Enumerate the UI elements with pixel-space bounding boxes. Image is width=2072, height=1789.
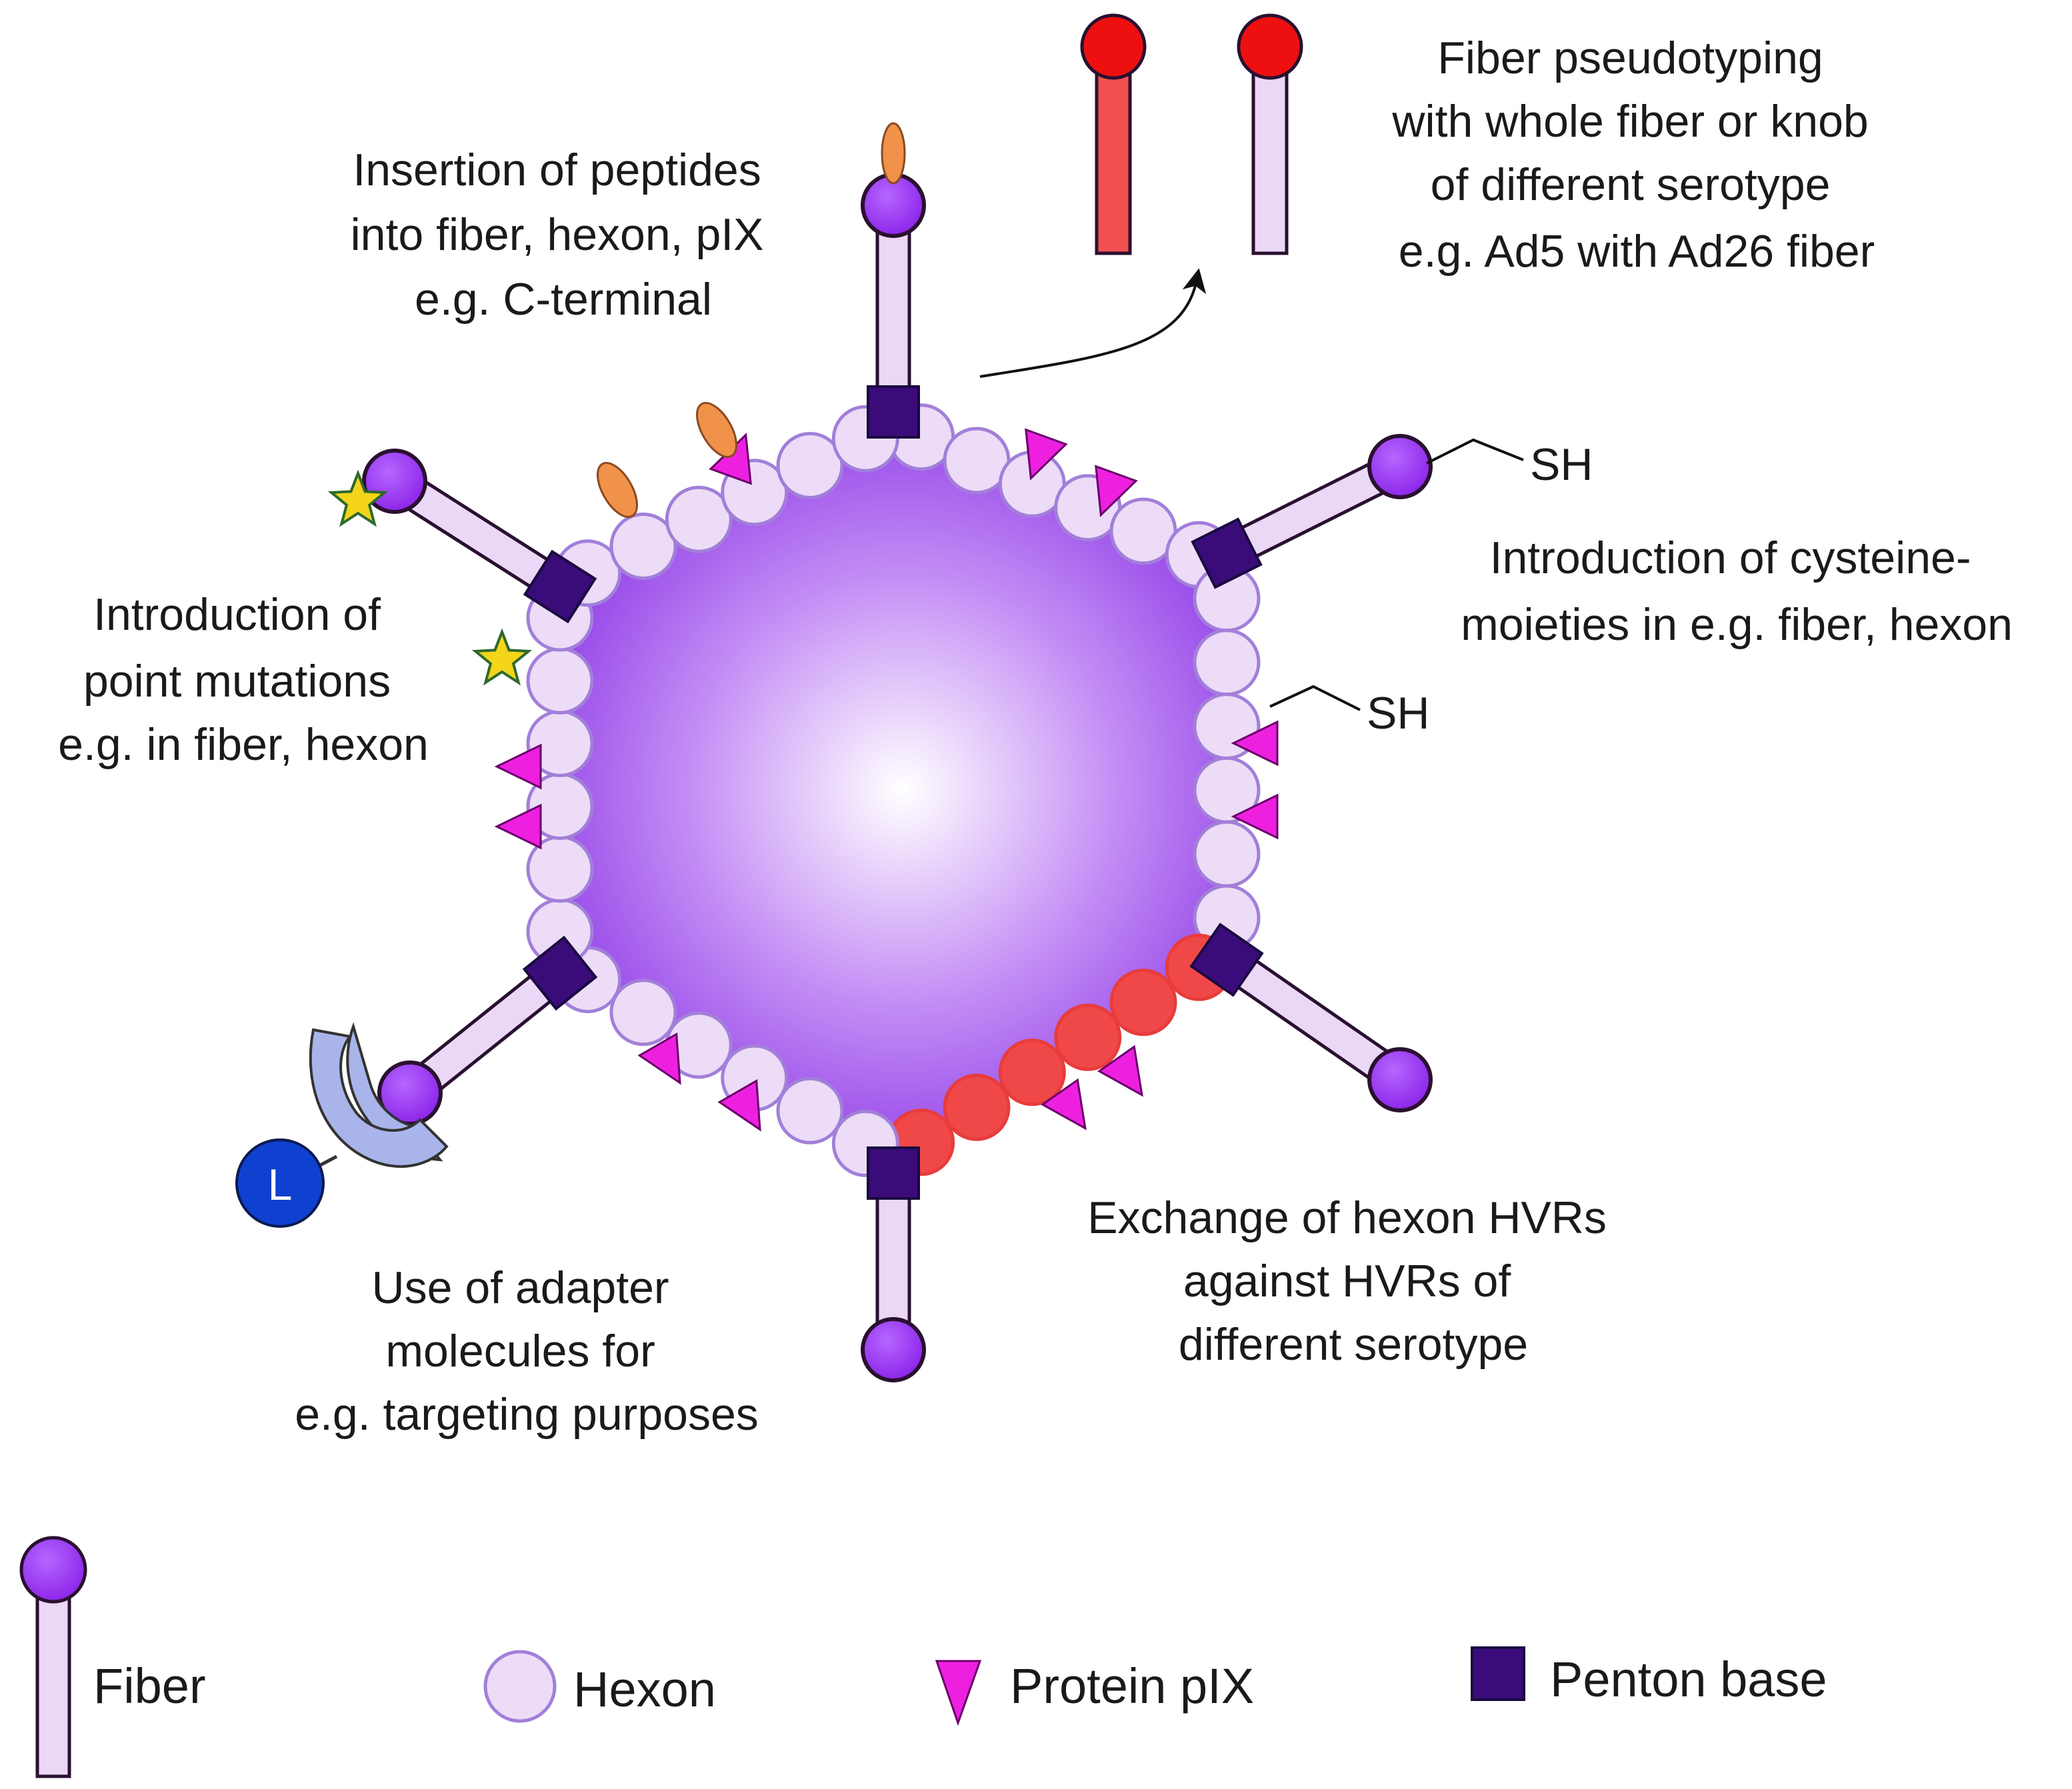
peptide-ellipse-icon (597, 462, 638, 518)
fibers-group (383, 203, 1412, 1352)
pix-triangle-icon (935, 1660, 982, 1726)
pix-triangle-icon (717, 1078, 761, 1132)
hexon-red-icon (1054, 1003, 1122, 1071)
sh-label-top: SH (1530, 439, 1593, 490)
pix-triangle-icon (494, 743, 542, 790)
pix-triangle-icon (1097, 1044, 1143, 1097)
penton-square-icon (522, 935, 598, 1011)
fiber-knob-icon (19, 1536, 87, 1604)
legend-fiber: Fiber (93, 1658, 206, 1714)
pix-triangle-icon (1231, 720, 1279, 767)
point-mutation-annotation: Introduction of point mutations e.g. in … (58, 589, 429, 770)
pix-triangle-icon (1231, 793, 1279, 840)
peptide-ellipse-icon (696, 402, 737, 458)
penton-group (522, 385, 1264, 1200)
peptide-ellipse-icon (881, 122, 906, 185)
hexon-ring (526, 403, 1261, 1177)
pix-triangle-icon (637, 1032, 681, 1085)
legend: Fiber Hexon Protein pIX Penton base (19, 1536, 1827, 1778)
pix-triangle-icon (494, 803, 542, 850)
fiber-knob-icon (1367, 1047, 1433, 1112)
insertion-annotation: Insertion of peptides into fiber, hexon,… (351, 145, 777, 325)
fiber-knob-icon (1367, 434, 1433, 499)
pix-triangle-icon (1095, 465, 1138, 517)
red-fiber-shaft (1095, 71, 1132, 255)
penton-square-icon (867, 385, 920, 439)
legend-penton: Penton base (1550, 1652, 1827, 1707)
penton-square-icon (867, 1146, 920, 1200)
hexon-icon (1193, 820, 1261, 888)
arrow-icon (979, 268, 1207, 378)
hexon-icon (609, 978, 677, 1046)
penton-square-icon (1471, 1646, 1525, 1701)
fiber-icon (35, 1588, 71, 1778)
pseudo-fiber-knob (1237, 13, 1303, 80)
hexon-icon (526, 647, 594, 715)
pix-group (494, 428, 1279, 1132)
penton-square-icon (1189, 922, 1264, 997)
red-fiber-knob (1080, 13, 1147, 80)
fiber-knob-icon (861, 1317, 926, 1382)
ligand-icon (235, 1138, 325, 1228)
penton-square-icon (523, 549, 597, 624)
hvr-exchange-annotation: Exchange of hexon HVRs against HVRs of d… (1087, 1192, 1619, 1370)
hexon-icon (665, 485, 733, 553)
legend-pix: Protein pIX (1010, 1658, 1254, 1714)
hexon-red-icon (943, 1073, 1011, 1141)
sh-linker-top (1426, 438, 1524, 465)
ligand-letter: L (268, 1160, 293, 1209)
capsid-body (560, 425, 1227, 1160)
pseudotyping-annotation: Fiber pseudotyping with whole fiber or k… (1391, 33, 1881, 277)
hexon-icon (776, 1076, 844, 1144)
pix-triangle-icon (1041, 1078, 1087, 1130)
adapter-icon (309, 1028, 449, 1168)
hexon-red-icon (1109, 968, 1177, 1036)
star-mutation-icon (471, 628, 533, 686)
cysteine-annotation: Introduction of cysteine- moieties in e.… (1461, 533, 2013, 650)
sh-linker-side (1269, 685, 1361, 711)
hexon-red-icon (998, 1038, 1066, 1106)
hexon-icon (483, 1650, 557, 1723)
pix-triangle-icon (1025, 428, 1068, 481)
hexon-icon (609, 513, 677, 580)
fiber-knob-icon (377, 1060, 443, 1126)
hexon-icon (776, 432, 844, 499)
hexon-icon (1193, 629, 1261, 697)
penton-square-icon (1191, 517, 1263, 589)
sh-label-side: SH (1367, 688, 1429, 739)
adapter-annotation: Use of adapter molecules for e.g. target… (295, 1262, 759, 1440)
pseudo-fiber-shaft (1251, 71, 1289, 255)
legend-hexon: Hexon (573, 1662, 716, 1717)
star-mutation-icon (327, 469, 389, 527)
